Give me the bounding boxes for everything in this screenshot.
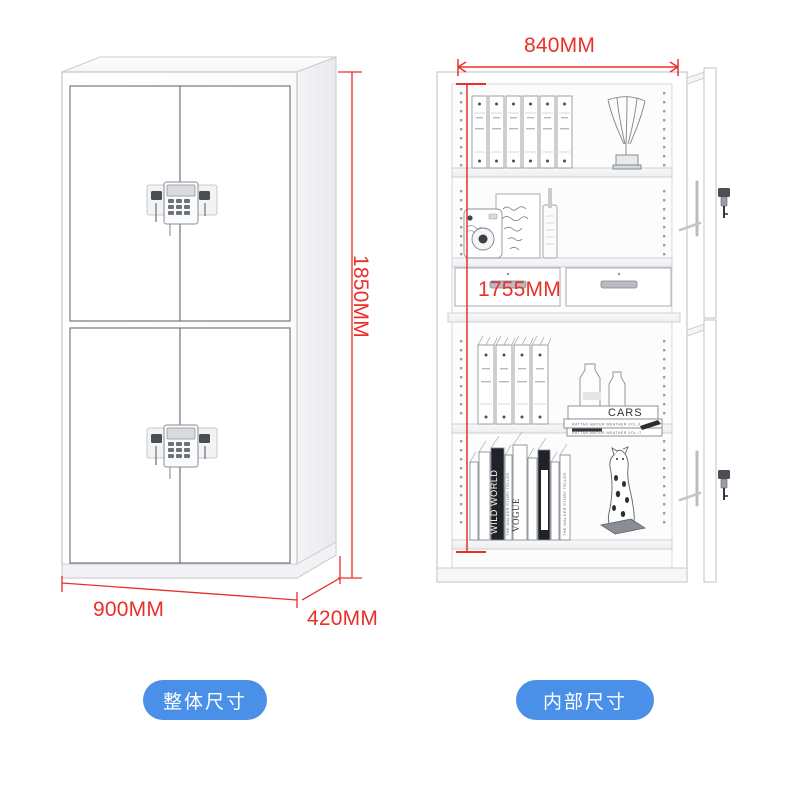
shelf-2 <box>451 257 673 268</box>
shelf-pin-holes <box>460 92 666 524</box>
shelf-board-2 <box>451 257 673 268</box>
svg-text:CARS: CARS <box>608 407 643 419</box>
glass-bottles <box>579 363 626 417</box>
shelf-board-4 <box>451 539 673 550</box>
svg-text:THE WALKER STORY TELLER: THE WALKER STORY TELLER <box>505 472 510 536</box>
svg-text:WILD WORLD: WILD WORLD <box>489 470 499 535</box>
dimension-inner-width-840: 840MM <box>524 34 596 57</box>
caption-button-overall-dimensions[interactable]: 整体尺寸 <box>143 680 267 720</box>
drawer-right[interactable] <box>565 267 672 307</box>
stacked-books-cars: CARS RATTAN AMOUR WEATHER VOL.II RATTAN … <box>563 405 663 437</box>
framed-script-print <box>495 193 541 259</box>
drawer-row <box>447 267 681 323</box>
door-open-lower[interactable] <box>678 319 717 583</box>
binder-files-shelf-1 <box>471 95 573 169</box>
svg-text:RATTAN AMOUR WEATHER VOL.I7: RATTAN AMOUR WEATHER VOL.I7 <box>572 431 642 435</box>
binder-files-shelf-3 <box>477 335 552 425</box>
upper-digital-keypad-lock[interactable] <box>146 181 218 236</box>
trophy-ornament <box>607 96 646 170</box>
svg-text:THE WALKER STORY TELLER: THE WALKER STORY TELLER <box>562 472 567 536</box>
svg-text:VOGUE: VOGUE <box>511 498 521 532</box>
lower-digital-keypad-lock[interactable] <box>146 424 218 479</box>
door-open-upper[interactable] <box>678 67 717 319</box>
dimension-width-900: 900MM <box>93 598 165 621</box>
cheetah-figurine <box>599 446 647 535</box>
shelf-3 <box>451 423 673 434</box>
diffuser-bottle <box>542 188 558 259</box>
dimension-inner-height-1755: 1755MM <box>478 278 561 301</box>
caption-button-internal-dimensions[interactable]: 内部尺寸 <box>516 680 654 720</box>
shelf-4-bottom <box>451 539 673 550</box>
open-cabinet-plinth <box>436 567 688 583</box>
drawer-left[interactable] <box>454 267 561 307</box>
dimension-lines-right <box>456 59 679 553</box>
instant-camera <box>463 208 503 259</box>
upright-books: WILD WORLD VOGUE THE WALKER STORY TELLER… <box>469 431 571 541</box>
lower-door-key-lock[interactable] <box>718 470 730 500</box>
shelf-board-3 <box>451 423 673 434</box>
dimension-lines-left <box>61 71 362 608</box>
shelf-board-under-drawers <box>447 312 681 323</box>
dimension-depth-420: 420MM <box>307 607 379 630</box>
svg-text:RATTAN AMOUR WEATHER VOL.II: RATTAN AMOUR WEATHER VOL.II <box>572 423 641 427</box>
upper-door-key-lock[interactable] <box>718 188 730 218</box>
